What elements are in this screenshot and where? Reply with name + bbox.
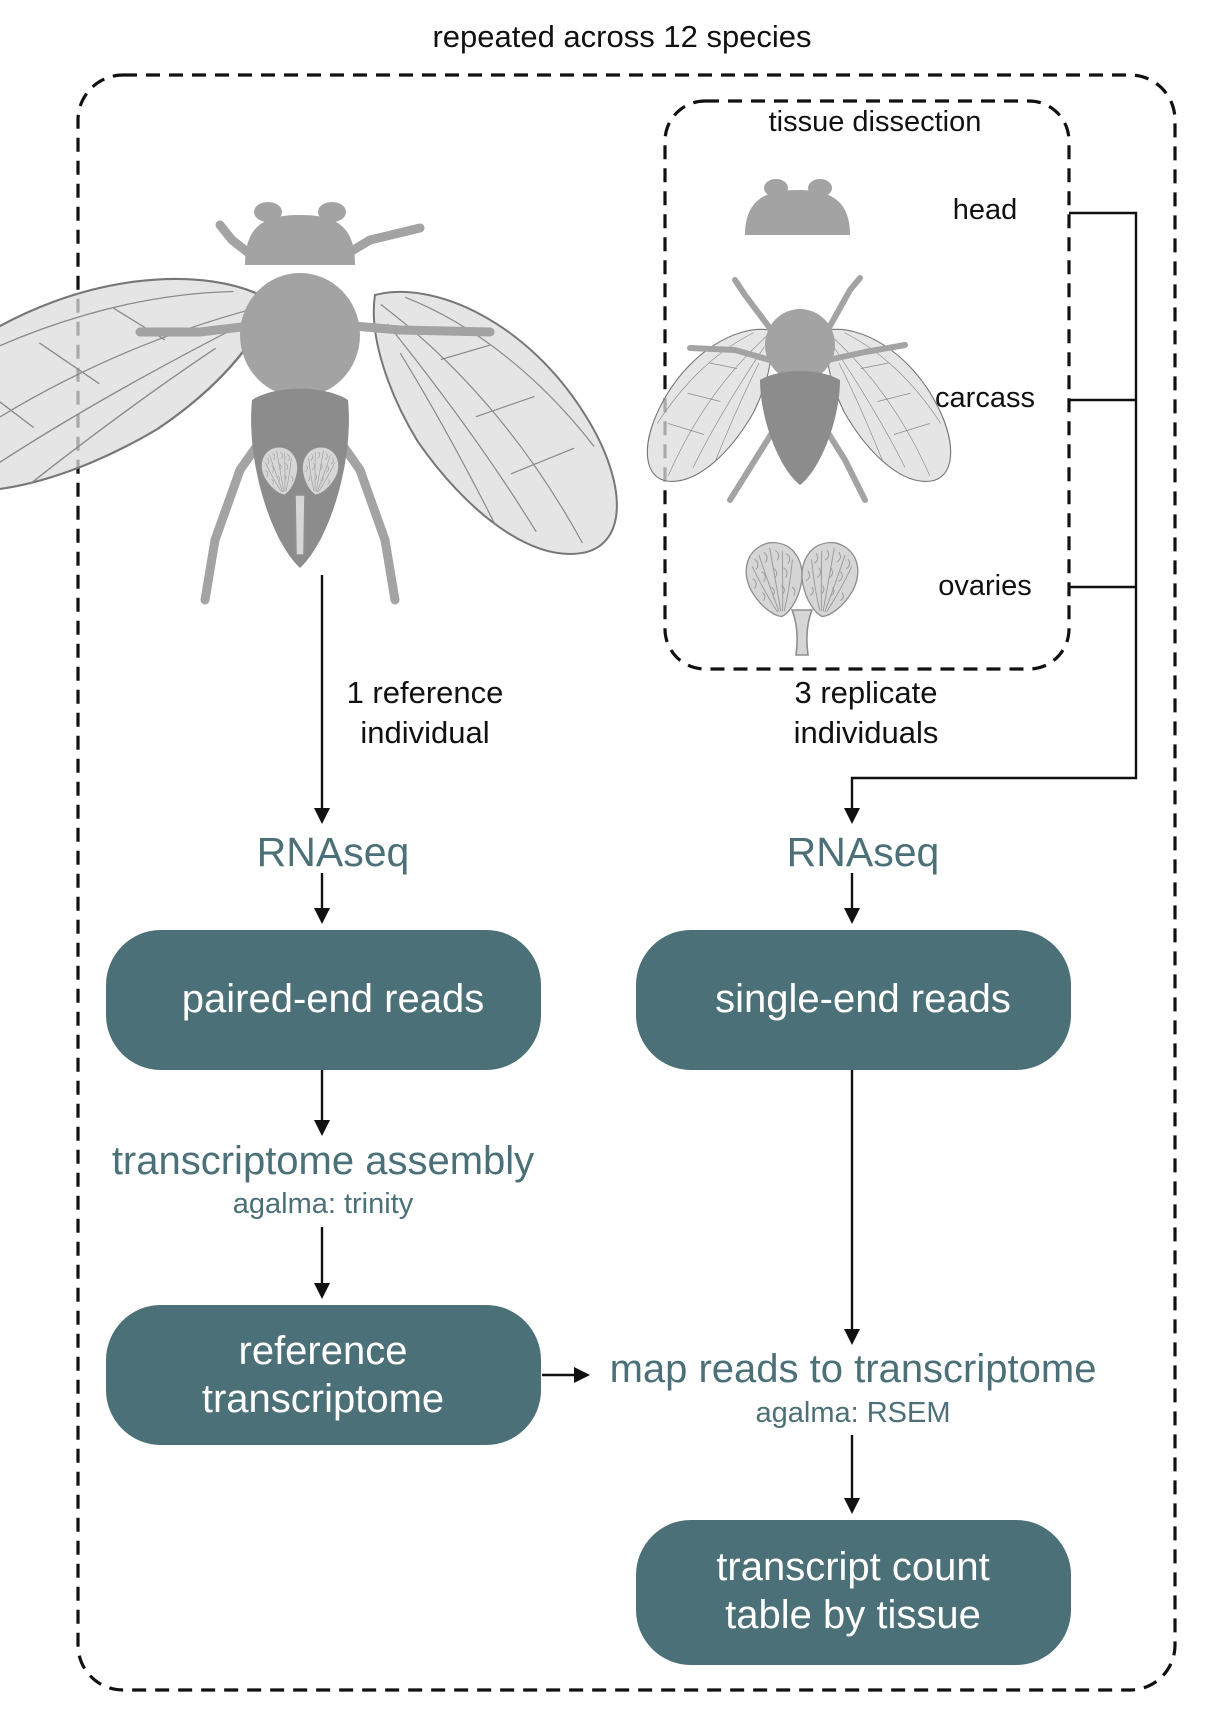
rnaseq-step-left: RNAseq xyxy=(257,829,410,875)
replicate-sample-label-line1: 3 replicate xyxy=(794,675,937,710)
ovaries-icon xyxy=(740,537,864,656)
tissue-label-carcass: carcass xyxy=(935,382,1035,414)
tissue-label-ovaries: ovaries xyxy=(938,570,1032,602)
edge-tissues-to-rnaseq-right xyxy=(850,211,1138,812)
tissue-label-head: head xyxy=(953,194,1018,226)
fly-icon xyxy=(0,198,623,605)
right-branch: 3 replicate individuals RNAseq single-en… xyxy=(610,675,1097,1665)
outer-group-border xyxy=(76,73,1177,1692)
paired-end-reads-box xyxy=(106,930,541,1070)
single-end-reads-box xyxy=(636,930,1071,1070)
rnaseq-step-right: RNAseq xyxy=(787,829,940,875)
left-branch: 1 reference individual RNAseq paired-end… xyxy=(106,675,541,1445)
reference-transcriptome-line2: transcriptome xyxy=(202,1377,444,1421)
single-end-reads-label: single-end reads xyxy=(715,977,1011,1021)
transcript-count-line1: transcript count xyxy=(716,1545,989,1589)
edges xyxy=(314,211,1138,1514)
transcript-count-table-box xyxy=(636,1520,1071,1665)
fly-carcass-icon xyxy=(646,275,952,503)
fly-head-icon xyxy=(745,179,850,235)
reference-transcriptome-line1: reference xyxy=(239,1329,408,1373)
assembly-tool-label: agalma: trinity xyxy=(233,1188,414,1220)
assembly-step-label: transcriptome assembly xyxy=(112,1139,534,1183)
reference-sample-label-line1: 1 reference xyxy=(347,675,504,710)
reference-sample-label-line2: individual xyxy=(360,715,489,750)
replicate-sample-label-line2: individuals xyxy=(794,715,939,750)
reference-transcriptome-box xyxy=(106,1305,541,1445)
tissue-dissection-group: tissue dissection head carcass ovaries xyxy=(646,99,1071,671)
outer-group-label: repeated across 12 species xyxy=(432,19,811,54)
map-tool-label: agalma: RSEM xyxy=(755,1397,950,1429)
transcript-count-line2: table by tissue xyxy=(725,1593,981,1637)
paired-end-reads-label: paired-end reads xyxy=(182,977,484,1021)
tissue-group-label: tissue dissection xyxy=(769,106,982,138)
tissue-group-border xyxy=(663,99,1071,671)
map-step-label: map reads to transcriptome xyxy=(610,1347,1097,1391)
outer-species-group: repeated across 12 species xyxy=(76,19,1177,1692)
